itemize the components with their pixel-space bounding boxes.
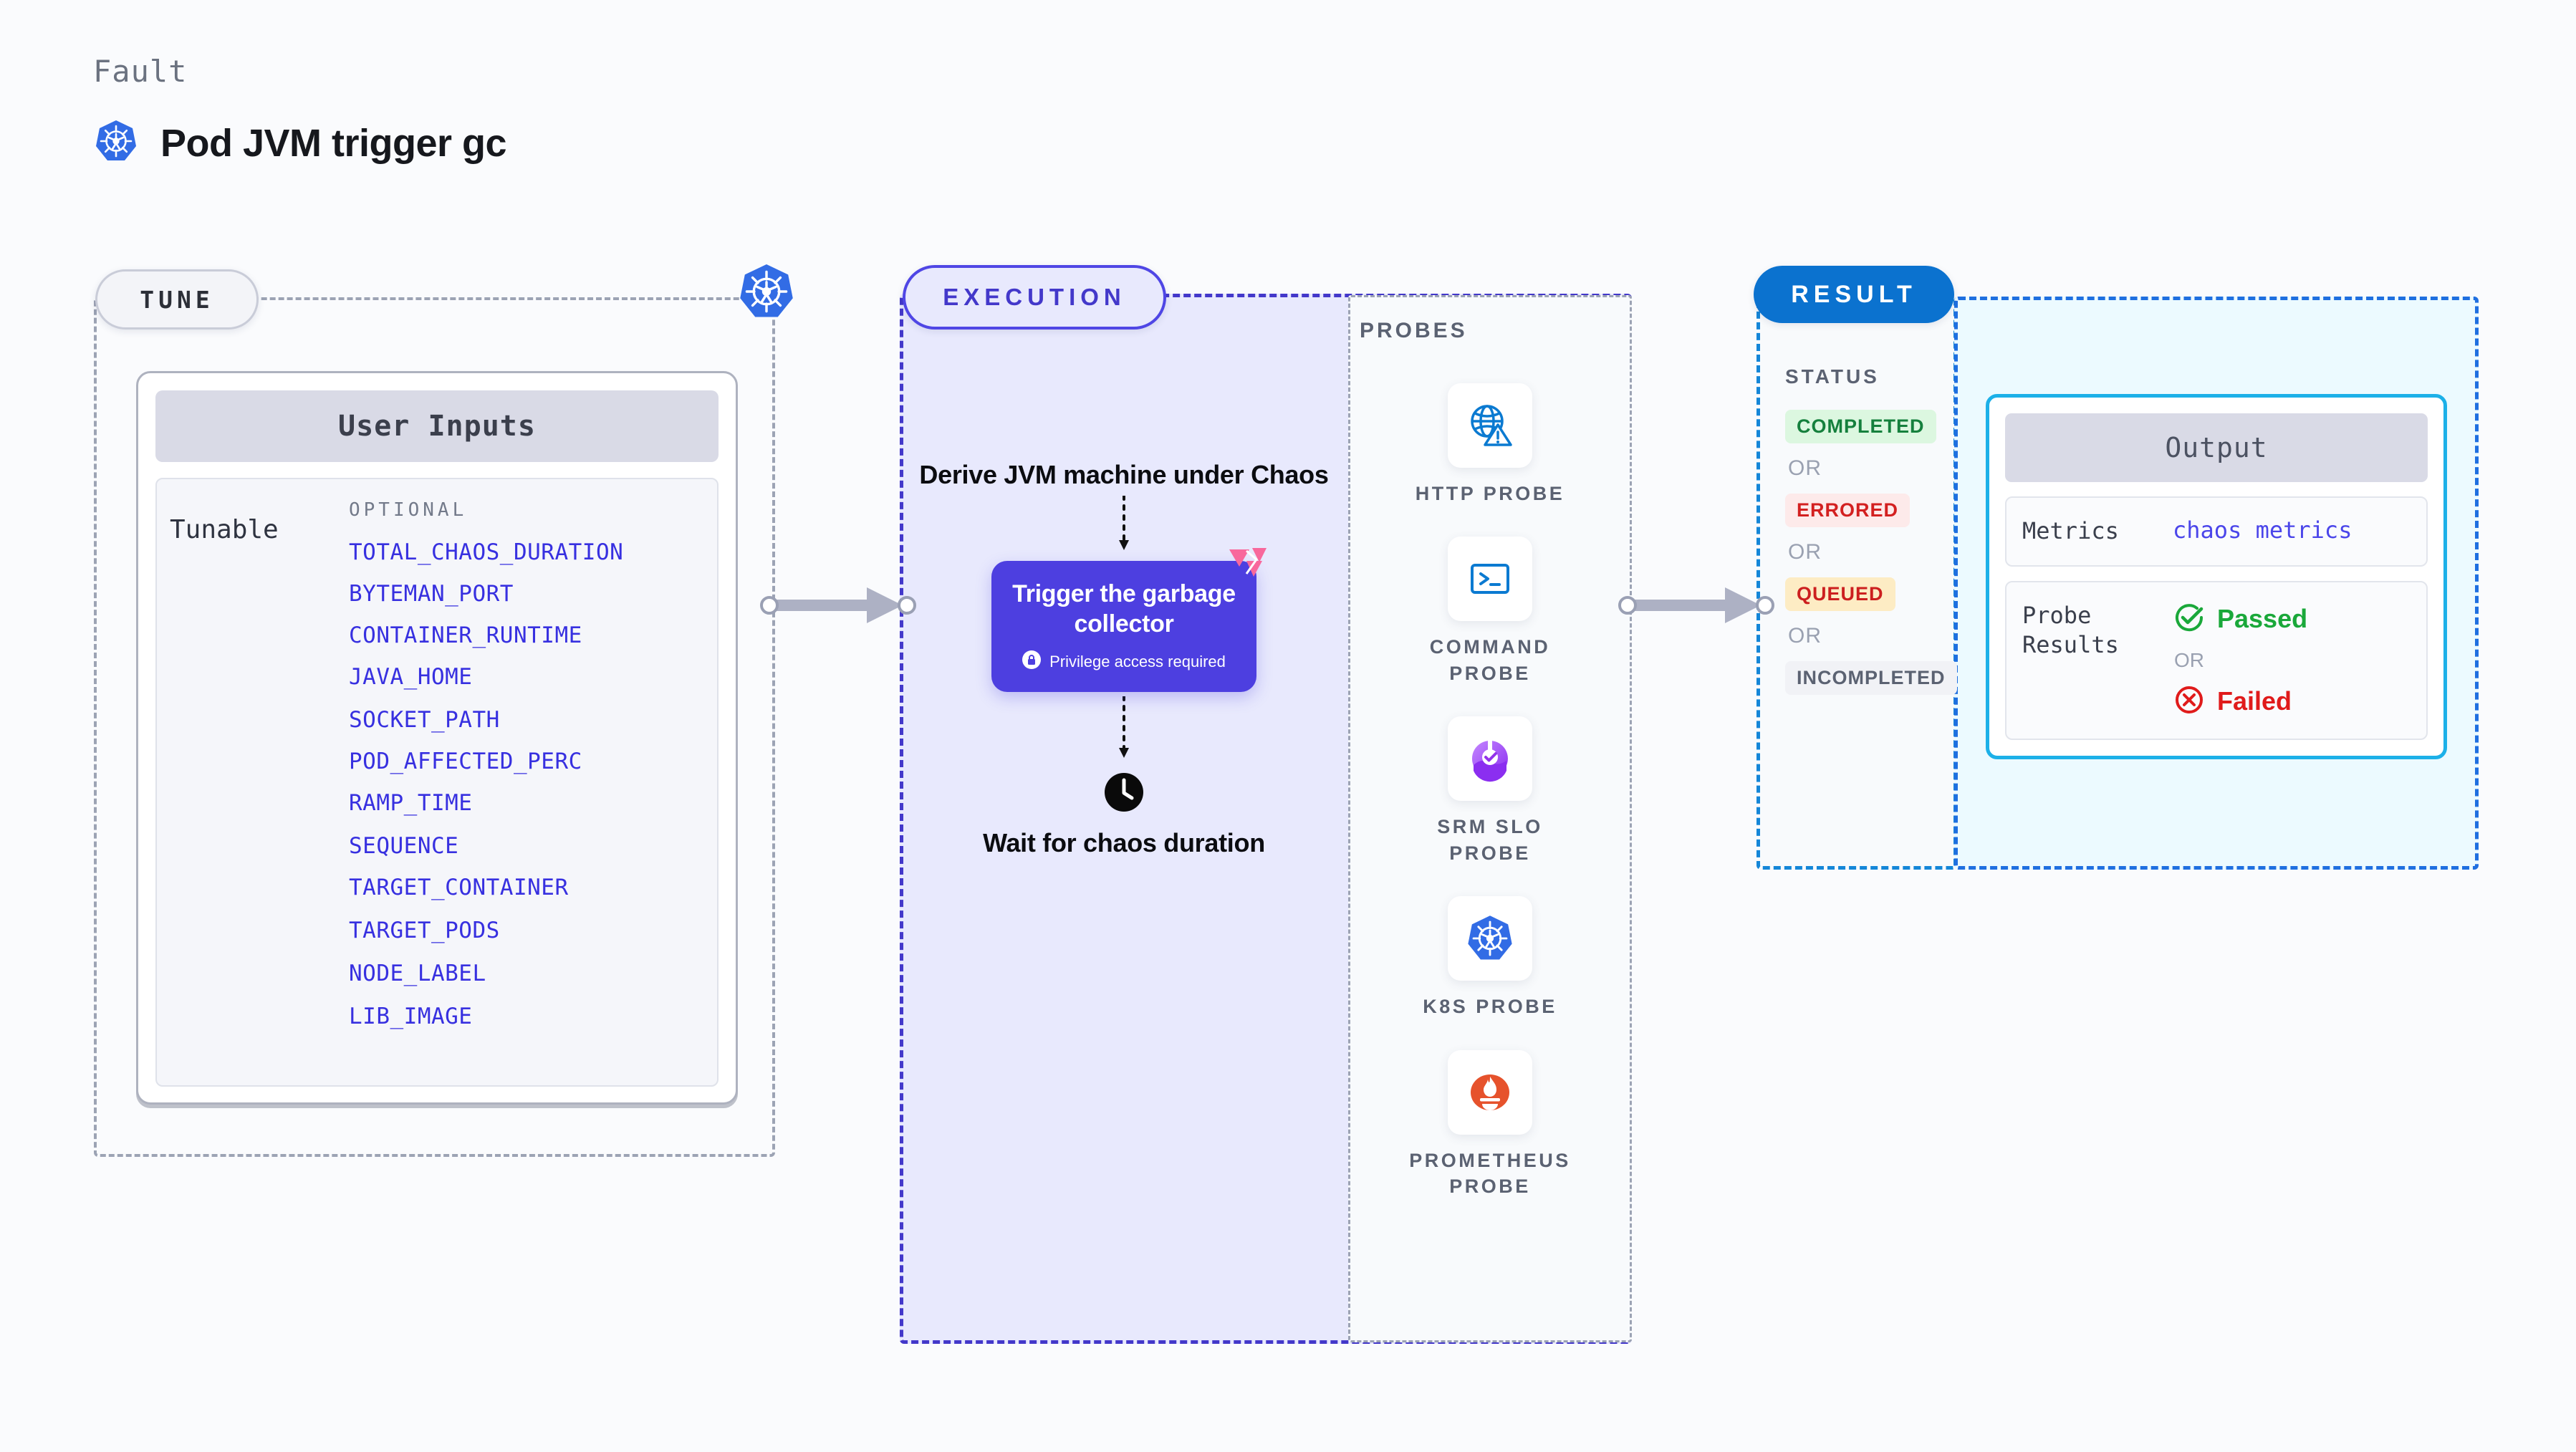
execution-node-title: Trigger the garbage collector xyxy=(1012,580,1236,638)
optional-group-heading: OPTIONAL xyxy=(349,499,468,521)
tunable-item[interactable]: TARGET_CONTAINER xyxy=(349,875,569,900)
dotted-arrow-icon xyxy=(1114,695,1134,764)
tunable-item[interactable]: JAVA_HOME xyxy=(349,664,473,690)
output-row-metrics: Metrics chaos metrics xyxy=(2005,496,2428,567)
tunable-list: OPTIONAL TOTAL_CHAOS_DURATION BYTEMAN_PO… xyxy=(349,499,710,1085)
step-wait-label: Wait for chaos duration xyxy=(983,828,1265,858)
status-section-title: STATUS xyxy=(1785,365,1880,388)
probe-item-prometheus[interactable]: PROMETHEUS PROBE xyxy=(1397,1049,1583,1200)
probe-result-failed-label: Failed xyxy=(2217,686,2292,716)
dotted-arrow-icon xyxy=(1114,494,1134,557)
page-title: Pod JVM trigger gc xyxy=(160,121,507,165)
tunable-item[interactable]: TARGET_PODS xyxy=(349,918,500,943)
probe-label: K8S PROBE xyxy=(1423,996,1557,1018)
tunable-item[interactable]: LIB_IMAGE xyxy=(349,1004,473,1029)
terminal-icon xyxy=(1448,537,1532,622)
probe-item-k8s[interactable]: K8S PROBE xyxy=(1423,896,1557,1019)
connector-execution-to-result xyxy=(1618,580,1775,634)
probe-result-passed-label: Passed xyxy=(2217,604,2308,634)
execution-node-trigger-gc[interactable]: Trigger the garbage collector Privilege … xyxy=(991,548,1267,693)
probe-label: SRM SLO PROBE xyxy=(1437,816,1543,864)
prometheus-icon xyxy=(1448,1049,1532,1135)
litmus-logo-icon xyxy=(1225,545,1268,582)
result-status-column: STATUS COMPLETED OR ERRORED OR QUEUED OR… xyxy=(1785,365,1957,695)
tunable-item[interactable]: NODE_LABEL xyxy=(349,961,486,986)
tune-chip[interactable]: TUNE xyxy=(95,269,259,330)
execution-flow: Derive JVM machine under Chaos Trigger t… xyxy=(900,458,1348,860)
tune-region xyxy=(94,297,775,1157)
step-derive-label: Derive JVM machine under Chaos xyxy=(919,460,1329,489)
probe-item-srm-slo[interactable]: SRM SLO PROBE xyxy=(1397,716,1583,866)
kubernetes-icon xyxy=(1447,896,1532,981)
probe-result-passed: Passed xyxy=(2173,601,2307,638)
fault-eyebrow-label: Fault xyxy=(93,54,188,89)
globe-warning-icon xyxy=(1448,383,1532,468)
tunable-item[interactable]: POD_AFFECTED_PERC xyxy=(349,749,582,774)
tunable-item[interactable]: SOCKET_PATH xyxy=(349,707,500,733)
status-badge-queued: QUEUED xyxy=(1785,577,1895,611)
tunable-item[interactable]: BYTEMAN_PORT xyxy=(349,581,514,607)
tunable-item[interactable]: RAMP_TIME xyxy=(349,790,473,816)
probes-section-title: PROBES xyxy=(1360,319,1468,342)
tunable-row-label: Tunable xyxy=(170,515,279,544)
output-card-title: Output xyxy=(2005,413,2428,482)
probes-region xyxy=(1348,295,1632,1342)
user-inputs-card: User Inputs Tunable OPTIONAL TOTAL_CHAOS… xyxy=(136,371,738,1105)
tunable-item[interactable]: TOTAL_CHAOS_DURATION xyxy=(349,539,624,565)
srm-slo-icon xyxy=(1448,716,1532,802)
execution-node-subtitle-row: Privilege access required xyxy=(1006,650,1242,673)
probe-item-http[interactable]: HTTP PROBE xyxy=(1416,383,1565,506)
probe-item-command[interactable]: COMMAND PROBE xyxy=(1397,537,1583,686)
result-chip[interactable]: RESULT xyxy=(1754,266,1954,323)
tunable-item[interactable]: CONTAINER_RUNTIME xyxy=(349,622,582,648)
check-circle-icon xyxy=(2173,601,2206,638)
output-card: Output Metrics chaos metrics Probe Resul… xyxy=(1986,394,2447,759)
connector-tune-to-execution xyxy=(759,580,917,634)
lock-icon xyxy=(1022,650,1042,673)
probes-list: HTTP PROBE COMMAND PROBE xyxy=(1348,383,1632,1230)
x-circle-icon xyxy=(2173,683,2206,720)
probe-results-values: Passed OR Failed xyxy=(2173,601,2307,720)
output-row-probe-results: Probe Results Passed OR xyxy=(2005,580,2428,740)
metrics-label: Metrics xyxy=(2022,517,2119,544)
user-inputs-title: User Inputs xyxy=(155,390,719,462)
tunable-item[interactable]: SEQUENCE xyxy=(349,833,459,859)
status-badge-errored: ERRORED xyxy=(1785,494,1911,527)
tunable-panel: Tunable OPTIONAL TOTAL_CHAOS_DURATION BY… xyxy=(155,478,719,1087)
status-badge-incompleted: INCOMPLETED xyxy=(1785,661,1957,695)
probe-result-failed: Failed xyxy=(2173,683,2307,720)
kubernetes-icon xyxy=(93,118,139,168)
probe-label: HTTP PROBE xyxy=(1415,483,1565,504)
execution-chip[interactable]: EXECUTION xyxy=(903,265,1166,330)
probe-result-or-label: OR xyxy=(2174,648,2204,671)
status-or-label: OR xyxy=(1788,540,1822,564)
probe-results-label: Probe Results xyxy=(2022,601,2119,659)
status-badge-completed: COMPLETED xyxy=(1785,410,1936,443)
page-title-row: Pod JVM trigger gc xyxy=(93,118,507,168)
status-or-label: OR xyxy=(1788,624,1822,648)
probe-label: PROMETHEUS PROBE xyxy=(1409,1149,1571,1198)
metrics-value[interactable]: chaos metrics xyxy=(2173,516,2352,544)
clock-icon xyxy=(1103,771,1145,817)
status-or-label: OR xyxy=(1788,456,1822,480)
probe-label: COMMAND PROBE xyxy=(1429,636,1551,684)
kubernetes-icon xyxy=(736,261,797,322)
privilege-note: Privilege access required xyxy=(1049,653,1226,671)
